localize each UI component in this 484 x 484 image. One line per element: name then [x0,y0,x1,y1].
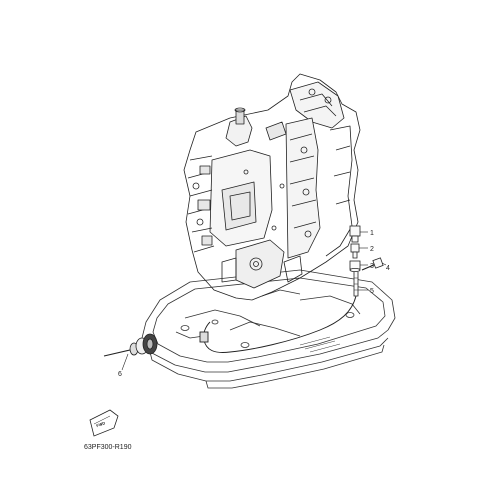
callout-2: 2 [370,246,374,253]
part-6-grommet-plug [103,333,158,357]
callout-3: 3 [370,263,374,270]
fwd-label: FWD [96,420,106,428]
callout-6: 6 [118,371,122,378]
callout-1: 1 [370,230,374,237]
part-2-sensor-body [350,243,360,259]
leader-lines [121,231,387,371]
part-4-bolt [361,257,384,271]
callout-4: 4 [386,265,390,272]
callout-5: 5 [370,288,374,295]
sensor-wire-lead [199,295,357,353]
fwd-direction-icon: FWD [89,409,119,437]
part-3-fitting [349,260,361,272]
part-1-sensor-connector [349,225,361,243]
engine-powerhead [183,73,361,301]
thermo-sensor-assembly [349,225,384,297]
part-5-hose-stub [353,272,359,297]
figure-code: 63PF300-R190 [84,444,132,451]
